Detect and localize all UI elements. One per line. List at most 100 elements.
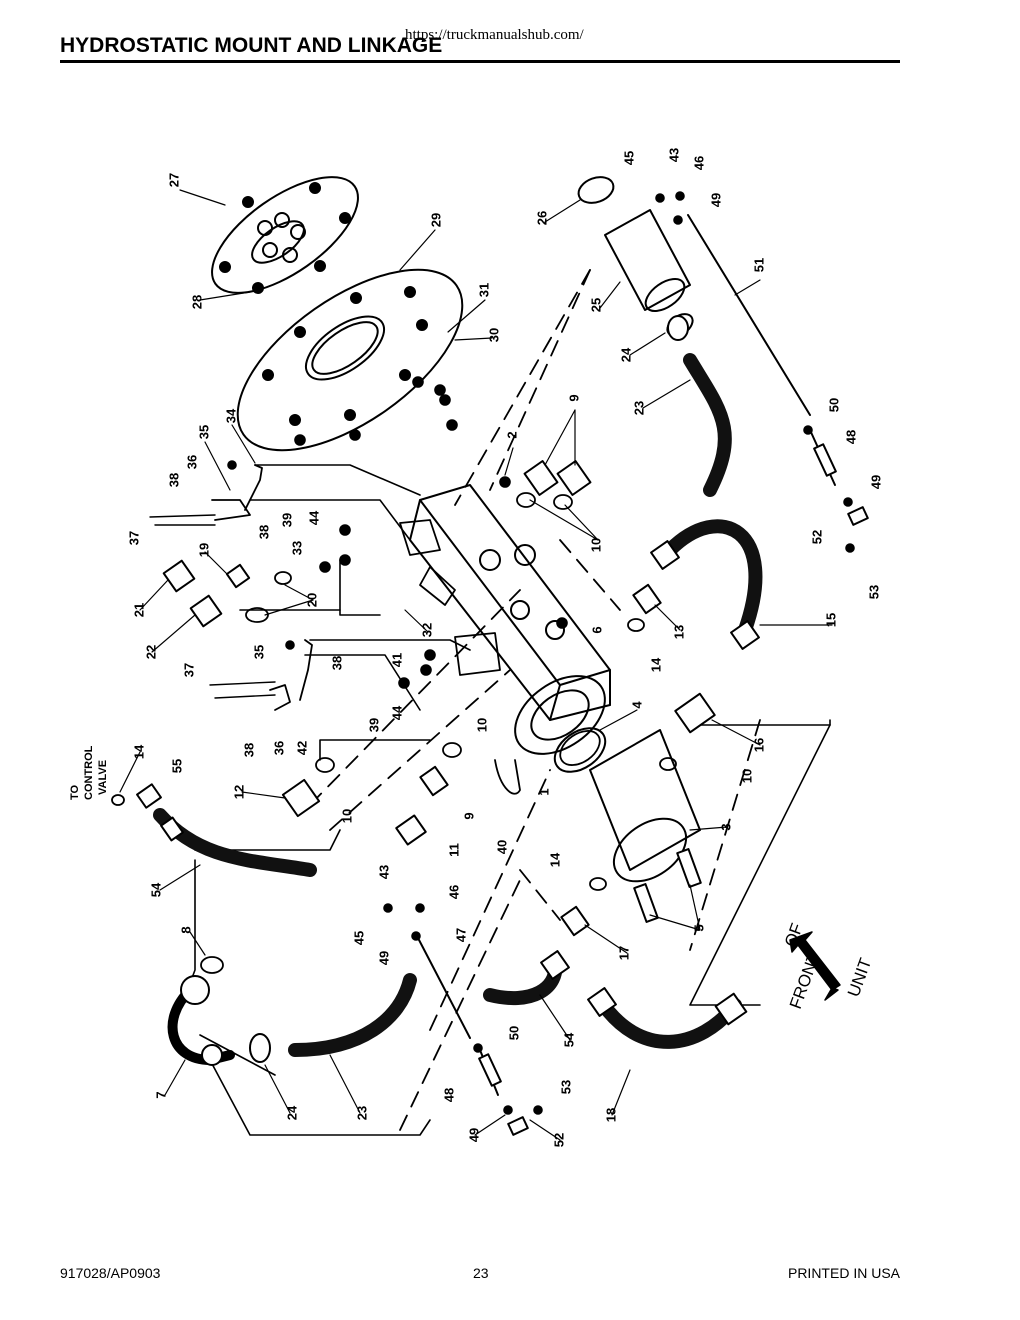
callout-37: 37 [181,663,196,677]
callout-45: 45 [351,931,366,945]
callout-3: 3 [718,823,733,830]
caption-unit: UNIT [844,956,875,1000]
callout-49: 49 [376,951,391,965]
flange-plate-27 [211,176,359,294]
callout-36: 36 [271,741,286,755]
footer-printed-in: PRINTED IN USA [787,1265,900,1281]
clamp-24-top [667,315,689,341]
clamp-24 [249,1033,271,1063]
elbow-7 [167,975,235,1066]
hoses [153,353,763,1057]
bolts-5 [633,848,702,923]
hose-fittings [160,540,760,1026]
watermark-url[interactable]: https://truckmanualshub.com/ [405,27,584,43]
callout-37: 37 [126,531,141,545]
callout-50: 50 [826,398,841,412]
linkage-brackets [211,464,521,795]
callout-8: 8 [178,926,193,933]
callout-44: 44 [389,705,404,720]
assembly-lines [309,269,761,1131]
callout-10: 10 [339,809,354,823]
front-of-unit-arrow [789,931,841,1001]
caption-front: FRONT [786,950,824,1012]
callout-10: 10 [588,538,603,552]
callout-42: 42 [294,741,309,755]
callout-44: 44 [306,510,321,525]
callout-19: 19 [196,543,211,557]
callout-55: 55 [169,759,184,773]
callout-26: 26 [534,211,549,225]
callout-29: 29 [428,213,443,227]
callout-38: 38 [166,473,181,487]
caption-valve: VALVE [97,760,109,795]
leader-lines [119,189,833,1141]
callout-2: 2 [504,431,519,438]
callout-22: 22 [143,645,158,659]
pins-37 [149,514,276,699]
callout-6: 6 [589,626,604,633]
callout-1: 1 [536,788,551,795]
callout-49: 49 [708,193,723,207]
callout-36: 36 [184,455,199,469]
callout-45: 45 [621,151,636,165]
callout-9: 9 [461,812,476,819]
footer-doc-code: 917028/AP0903 [60,1265,161,1281]
callout-38: 38 [241,743,256,757]
callout-53: 53 [866,585,881,599]
callout-49: 49 [868,475,883,489]
page-title: HYDROSTATIC MOUNT AND LINKAGE [60,34,443,57]
exploded-parts-diagram: 2745434649262951313028252423504892343536… [69,148,883,1147]
callout-35: 35 [251,645,266,659]
callout-52: 52 [809,530,824,544]
control-valve-caption: TO CONTROL VALVE [69,745,109,800]
callout-5: 5 [691,924,706,931]
callout-46: 46 [446,885,461,899]
callout-40: 40 [494,840,509,854]
callout-4: 4 [629,701,644,709]
callout-46: 46 [691,156,706,170]
callout-48: 48 [843,430,858,444]
callout-35: 35 [196,425,211,439]
routing-lines [179,464,831,1136]
callout-18: 18 [603,1108,618,1122]
callout-54: 54 [561,1032,576,1047]
callout-53: 53 [558,1080,573,1094]
callout-33: 33 [289,541,304,555]
callout-32: 32 [419,623,434,637]
bolts [227,191,855,1115]
callout-14: 14 [547,852,562,867]
caption-control: CONTROL [83,745,95,800]
callout-12: 12 [231,785,246,799]
callout-27: 27 [166,173,181,187]
callout-23: 23 [631,401,646,415]
title-rule [60,60,900,63]
callout-10: 10 [474,718,489,732]
fittings [136,460,716,937]
callout-54: 54 [148,882,163,897]
callout-39: 39 [279,513,294,527]
callout-28: 28 [189,295,204,309]
callout-11: 11 [446,843,461,857]
callout-15: 15 [823,613,838,627]
callout-25: 25 [588,298,603,312]
callout-24: 24 [284,1105,299,1120]
callout-13: 13 [671,625,686,639]
callout-38: 38 [329,656,344,670]
callout-38: 38 [256,525,271,539]
callout-48: 48 [441,1088,456,1102]
callout-51: 51 [751,258,766,272]
callout-49: 49 [466,1128,481,1142]
mounting-plate-29 [236,268,464,452]
callout-39: 39 [366,718,381,732]
pump-body-3 [553,727,701,883]
callout-43: 43 [666,148,681,162]
caption-to: TO [69,784,81,800]
callout-30: 30 [486,328,501,342]
oring-26 [577,176,615,204]
callout-7: 7 [153,1091,168,1098]
callout-47: 47 [453,928,468,942]
callout-9: 9 [566,394,581,401]
callout-16: 16 [751,738,766,752]
callout-23: 23 [354,1106,369,1120]
